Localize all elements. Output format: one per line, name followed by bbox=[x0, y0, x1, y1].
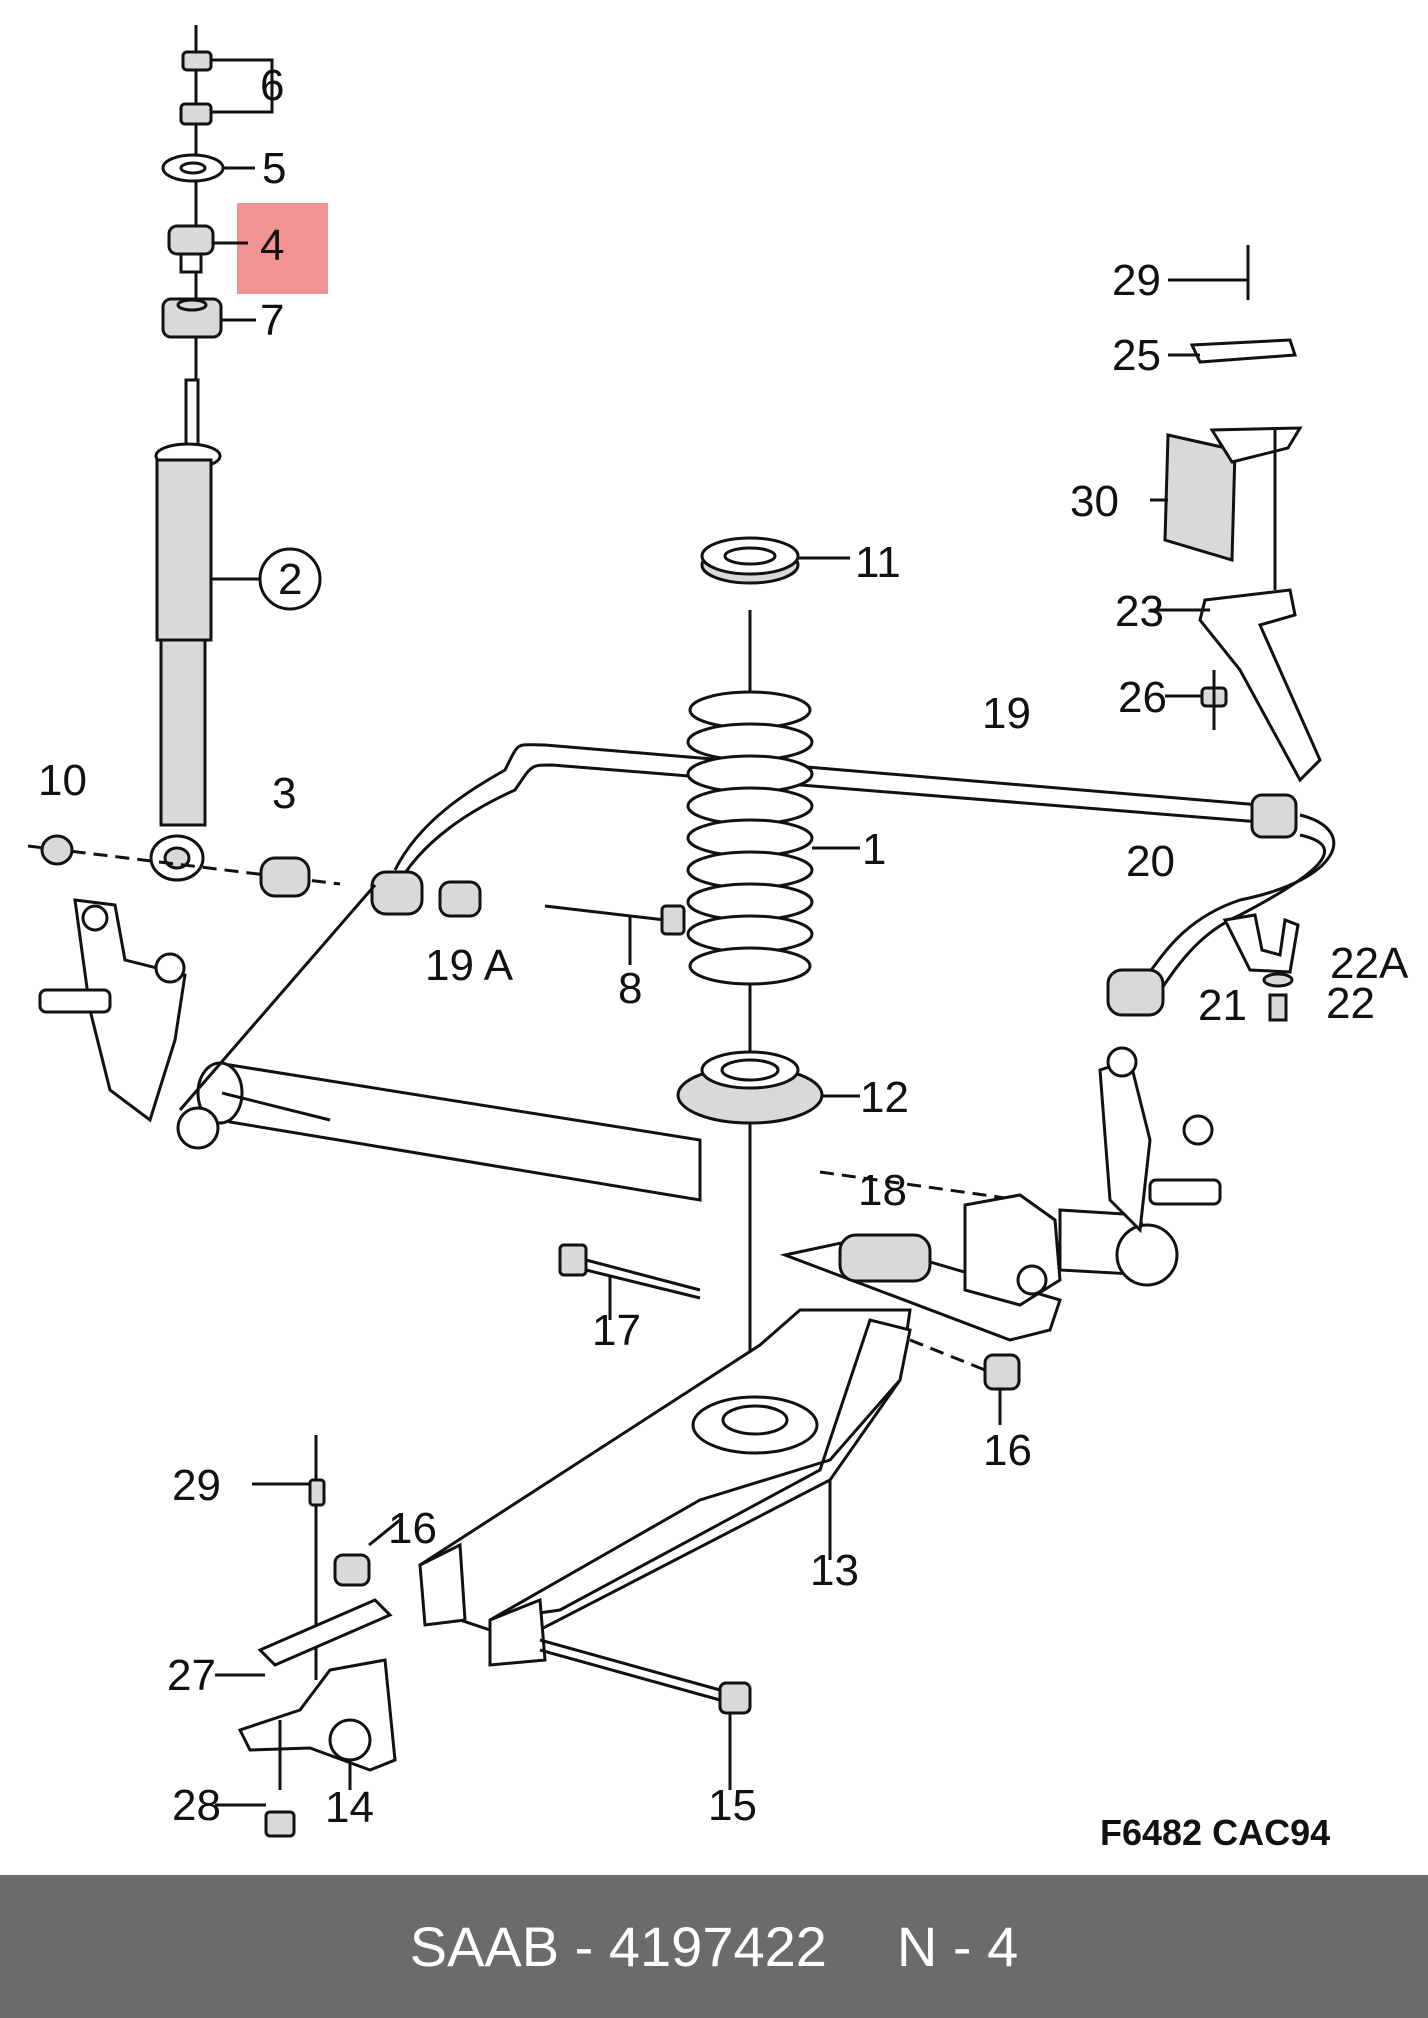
callout-18: 18 bbox=[858, 1166, 907, 1215]
callout-2: 2 bbox=[278, 555, 302, 604]
part-info-bar: SAAB - 4197422 N - 4 bbox=[0, 1875, 1428, 2018]
callout-30: 30 bbox=[1070, 477, 1119, 526]
trailing-arm bbox=[418, 1308, 1021, 1667]
bolt-15 bbox=[539, 1638, 752, 1790]
callout-12: 12 bbox=[860, 1073, 909, 1122]
right-hub-assembly bbox=[779, 1046, 1222, 1342]
callout-26: 26 bbox=[1118, 673, 1167, 722]
callout-25: 25 bbox=[1112, 331, 1161, 380]
drawing-reference: F6482 CAC94 bbox=[1100, 1812, 1330, 1853]
part-number-label: SAAB - 4197422 bbox=[409, 1915, 827, 1978]
lower-bracket-assembly bbox=[215, 1435, 401, 1838]
callout-7: 7 bbox=[260, 296, 284, 345]
callout-6: 6 bbox=[260, 61, 284, 110]
callout-17: 17 bbox=[592, 1306, 641, 1355]
bolt-17 bbox=[558, 1243, 701, 1320]
callout-22a: 22A bbox=[1330, 939, 1409, 988]
lower-mount-bolt-line bbox=[27, 834, 341, 898]
stabilizer-bar bbox=[178, 743, 1336, 1111]
shock-absorber-assembly bbox=[149, 25, 322, 882]
callout-4: 4 bbox=[260, 221, 284, 270]
bolt-8 bbox=[544, 904, 686, 965]
callout-28: 28 bbox=[172, 1781, 221, 1830]
rear-axle-tube bbox=[38, 898, 702, 1202]
callout-16-left: 16 bbox=[388, 1504, 437, 1553]
coil-spring bbox=[676, 536, 860, 1440]
callout-15: 15 bbox=[708, 1781, 757, 1830]
callout-27: 27 bbox=[167, 1651, 216, 1700]
callout-3: 3 bbox=[272, 769, 296, 818]
callout-11: 11 bbox=[855, 538, 901, 587]
callout-19a: 19 A bbox=[425, 941, 514, 990]
highlight-part-4 bbox=[237, 203, 328, 294]
right-mounting-bracket bbox=[1150, 245, 1322, 1022]
callout-29-top: 29 bbox=[1112, 256, 1161, 305]
callout-29-bottom: 29 bbox=[172, 1461, 221, 1510]
callout-5: 5 bbox=[262, 144, 286, 193]
callout-19: 19 bbox=[982, 689, 1031, 738]
callout-13: 13 bbox=[810, 1546, 859, 1595]
callout-20: 20 bbox=[1126, 837, 1175, 886]
callout-23: 23 bbox=[1115, 587, 1164, 636]
callout-10: 10 bbox=[38, 756, 87, 805]
diagram-position-label: N - 4 bbox=[896, 1915, 1019, 1978]
exploded-parts-diagram: 6 5 4 7 2 10 3 19 A 8 11 1 12 19 29 25 3… bbox=[27, 25, 1409, 1853]
callout-1: 1 bbox=[862, 825, 886, 874]
callout-22: 22 bbox=[1326, 979, 1375, 1028]
callout-14: 14 bbox=[325, 1783, 374, 1832]
callout-21: 21 bbox=[1198, 981, 1247, 1030]
callout-16-right: 16 bbox=[983, 1426, 1032, 1475]
callout-8: 8 bbox=[618, 964, 642, 1013]
